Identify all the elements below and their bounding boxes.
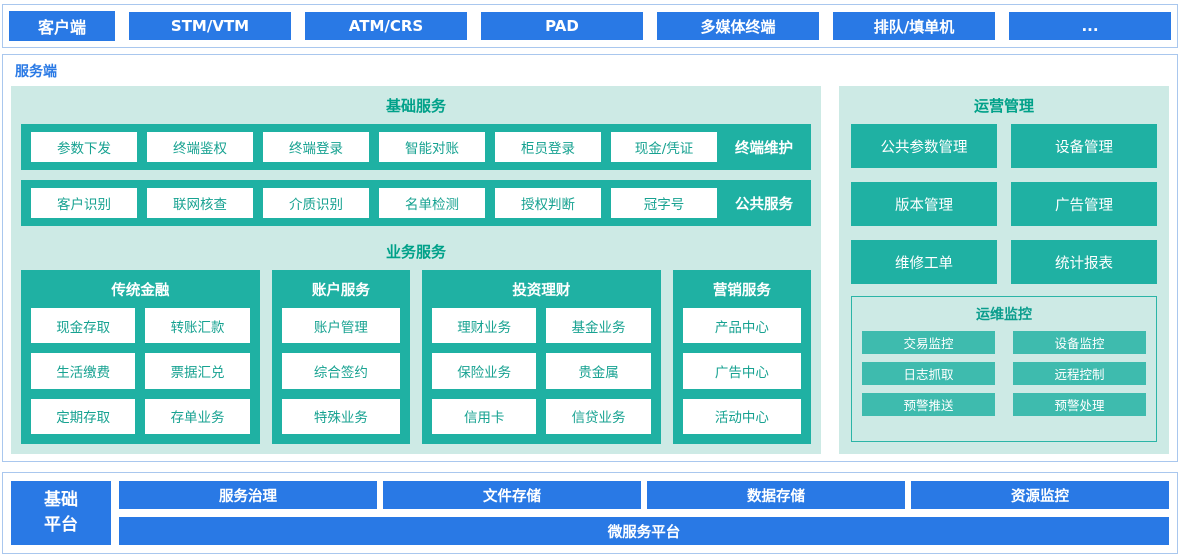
business-item: 广告中心 (682, 353, 801, 389)
group-grid: 账户管理 综合签约 特殊业务 (281, 308, 400, 434)
platform-content: 服务治理 文件存储 数据存储 资源监控 微服务平台 (119, 481, 1169, 545)
business-item: 定期存取 (31, 398, 136, 434)
group-title: 账户服务 (311, 283, 370, 299)
basic-service-item: 现金/凭证 (611, 132, 717, 162)
monitoring-grid: 交易监控 设备监控 日志抓取 远程控制 预警推送 预警处理 (862, 331, 1146, 416)
business-item: 贵金属 (546, 353, 651, 389)
basic-service-item: 授权判断 (495, 188, 601, 218)
basic-service-item: 终端鉴权 (147, 132, 253, 162)
monitoring-item: 交易监控 (862, 331, 995, 354)
client-terminal-stm-vtm: STM/VTM (129, 12, 291, 40)
business-groups: 传统金融 现金存取 转账汇款 生活缴费 票据汇兑 定期存取 存单业务 账户服务 (21, 270, 811, 444)
monitoring-item: 预警处理 (1013, 393, 1146, 416)
client-terminal-multimedia: 多媒体终端 (657, 12, 819, 40)
basic-service-item: 冠字号 (611, 188, 717, 218)
operations-item: 设备管理 (1011, 124, 1157, 168)
business-services-title: 业务服务 (385, 243, 446, 261)
group-investment: 投资理财 理财业务 基金业务 保险业务 贵金属 信用卡 信贷业务 (422, 270, 661, 444)
group-marketing: 营销服务 产品中心 广告中心 活动中心 (672, 270, 811, 444)
monitoring-panel: 运维监控 交易监控 设备监控 日志抓取 远程控制 预警推送 预警处理 (851, 296, 1157, 442)
group-title: 营销服务 (712, 283, 771, 299)
group-traditional-finance: 传统金融 现金存取 转账汇款 生活缴费 票据汇兑 定期存取 存单业务 (21, 270, 260, 444)
basic-services-title: 基础服务 (385, 97, 446, 115)
operations-grid: 公共参数管理 设备管理 版本管理 广告管理 维修工单 统计报表 (851, 124, 1157, 284)
business-item: 存单业务 (145, 398, 250, 434)
server-content: 基础服务 参数下发 终端鉴权 终端登录 智能对账 柜员登录 现金/凭证 终端维护… (11, 86, 1169, 454)
client-terminal-atm-crs: ATM/CRS (305, 12, 467, 40)
operations-item: 公共参数管理 (851, 124, 997, 168)
microservice-platform-bar: 微服务平台 (119, 517, 1169, 545)
public-services-label: 公共服务 (735, 196, 793, 213)
group-title: 传统金融 (111, 283, 170, 299)
client-terminal-pad: PAD (481, 12, 643, 40)
business-item: 信贷业务 (546, 398, 651, 434)
group-grid: 现金存取 转账汇款 生活缴费 票据汇兑 定期存取 存单业务 (31, 308, 250, 434)
platform-item-resource-monitor: 资源监控 (911, 481, 1169, 509)
business-item: 保险业务 (432, 353, 537, 389)
monitoring-item: 设备监控 (1013, 331, 1146, 354)
client-terminal-queue: 排队/填单机 (833, 12, 995, 40)
operations-panel: 运营管理 公共参数管理 设备管理 版本管理 广告管理 维修工单 统计报表 运维监… (839, 86, 1169, 454)
group-grid: 产品中心 广告中心 活动中心 (682, 308, 801, 434)
terminal-maintenance-label: 终端维护 (735, 140, 793, 157)
basic-service-item: 柜员登录 (495, 132, 601, 162)
basic-service-item: 终端登录 (263, 132, 369, 162)
server-label: 服务端 (15, 64, 57, 80)
client-label: 客户端 (9, 11, 115, 41)
platform-item-data-storage: 数据存储 (647, 481, 905, 509)
business-item: 生活缴费 (31, 353, 136, 389)
monitoring-item: 远程控制 (1013, 362, 1146, 385)
basic-service-item: 智能对账 (379, 132, 485, 162)
group-grid: 理财业务 基金业务 保险业务 贵金属 信用卡 信贷业务 (432, 308, 651, 434)
business-item: 理财业务 (432, 308, 537, 344)
business-item: 现金存取 (31, 308, 136, 344)
basic-service-item: 参数下发 (31, 132, 137, 162)
client-band: 客户端 STM/VTM ATM/CRS PAD 多媒体终端 排队/填单机 ... (2, 4, 1178, 48)
platform-row: 服务治理 文件存储 数据存储 资源监控 (119, 481, 1169, 509)
group-account-services: 账户服务 账户管理 综合签约 特殊业务 (271, 270, 410, 444)
basic-service-item: 客户识别 (31, 188, 137, 218)
architecture-diagram: 客户端 STM/VTM ATM/CRS PAD 多媒体终端 排队/填单机 ...… (0, 4, 1180, 554)
business-item: 综合签约 (281, 353, 400, 389)
business-item: 基金业务 (546, 308, 651, 344)
operations-item: 广告管理 (1011, 182, 1157, 226)
platform-band: 基础平台 服务治理 文件存储 数据存储 资源监控 微服务平台 (2, 472, 1178, 554)
operations-item: 维修工单 (851, 240, 997, 284)
services-panel: 基础服务 参数下发 终端鉴权 终端登录 智能对账 柜员登录 现金/凭证 终端维护… (11, 86, 821, 454)
monitoring-item: 预警推送 (862, 393, 995, 416)
business-item: 票据汇兑 (145, 353, 250, 389)
terminal-maintenance-row: 参数下发 终端鉴权 终端登录 智能对账 柜员登录 现金/凭证 终端维护 (21, 124, 811, 170)
basic-service-item: 名单检测 (379, 188, 485, 218)
platform-item-file-storage: 文件存储 (383, 481, 641, 509)
platform-label-text: 基础平台 (43, 490, 78, 535)
business-item: 产品中心 (682, 308, 801, 344)
business-item: 转账汇款 (145, 308, 250, 344)
server-band: 服务端 基础服务 参数下发 终端鉴权 终端登录 智能对账 柜员登录 现金/凭证 … (2, 54, 1178, 462)
operations-item: 版本管理 (851, 182, 997, 226)
business-item: 账户管理 (281, 308, 400, 344)
platform-item-governance: 服务治理 (119, 481, 377, 509)
client-terminal-more: ... (1009, 12, 1171, 40)
basic-service-item: 联网核查 (147, 188, 253, 218)
basic-service-item: 介质识别 (263, 188, 369, 218)
business-item: 信用卡 (432, 398, 537, 434)
group-title: 投资理财 (512, 283, 571, 299)
operations-title: 运营管理 (973, 97, 1034, 115)
operations-item: 统计报表 (1011, 240, 1157, 284)
monitoring-title: 运维监控 (976, 307, 1032, 323)
public-services-row: 客户识别 联网核查 介质识别 名单检测 授权判断 冠字号 公共服务 (21, 180, 811, 226)
platform-label: 基础平台 (11, 481, 111, 545)
business-item: 特殊业务 (281, 398, 400, 434)
monitoring-item: 日志抓取 (862, 362, 995, 385)
business-item: 活动中心 (682, 398, 801, 434)
